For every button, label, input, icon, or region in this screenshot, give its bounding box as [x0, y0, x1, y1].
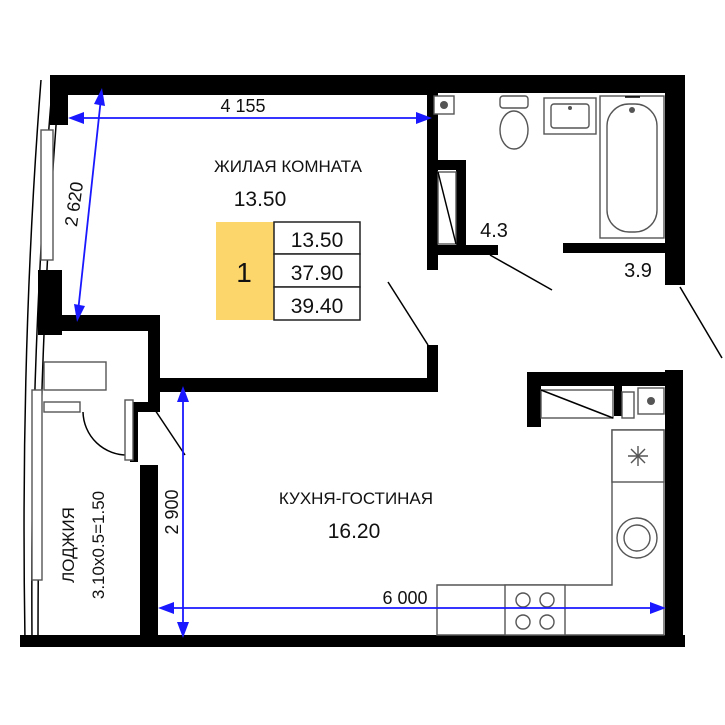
doors: [82, 254, 723, 461]
radiator-icon: [43, 401, 81, 413]
loggia-glazing: [23, 79, 59, 641]
window-frame: [31, 389, 43, 581]
rooms-count: 1: [236, 257, 252, 288]
loggia-formula: 3.10x0.5=1.50: [89, 491, 108, 599]
bathtub-icon: [599, 95, 665, 239]
kitchen-depth-label: 2 900: [162, 489, 182, 534]
loggia-door-swing: [82, 411, 129, 456]
window-frame: [40, 129, 54, 261]
cabinet-icon: [43, 361, 107, 391]
summary-total-area: 39.40: [291, 295, 344, 318]
hall-area: 3.9: [624, 260, 652, 282]
bathroom-fixtures: [433, 95, 665, 245]
entrance-door-leaf: [679, 286, 723, 359]
living-room-name: ЖИЛАЯ КОМНАТА: [214, 157, 363, 176]
living-width-label: 4 155: [220, 96, 265, 116]
boiler-icon: [637, 387, 665, 415]
area-summary: 1 13.50 37.90 39.40: [216, 221, 361, 321]
sink-icon: [543, 97, 597, 135]
loggia-name: ЛОДЖИЯ: [59, 507, 78, 583]
refrigerator-icon: [611, 429, 665, 483]
dimension-lines: [68, 88, 666, 638]
summary-total-no-loggia: 37.90: [291, 262, 344, 285]
loggia-door-frame: [124, 399, 134, 461]
closet-icon: [437, 171, 457, 245]
walls: [20, 75, 685, 647]
meter-icon: [621, 391, 635, 419]
kitchen-fixtures: [436, 387, 665, 636]
rooms-count-badge: [216, 222, 274, 320]
toilet-icon: [499, 95, 529, 150]
stove-icon: [504, 584, 566, 636]
kitchen-sink-icon: [616, 517, 658, 559]
bathroom-door-leaf: [489, 254, 553, 291]
kitchen-area: 16.20: [328, 520, 381, 543]
shelf-icon: [540, 389, 614, 419]
summary-living-area: 13.50: [291, 229, 344, 252]
living-depth-label: 2 620: [61, 180, 87, 227]
living-door-leaf: [387, 281, 429, 346]
living-room-area: 13.50: [234, 188, 287, 211]
kitchen-name: КУХНЯ-ГОСТИНАЯ: [279, 489, 433, 508]
bathroom-area: 4.3: [480, 220, 508, 242]
loggia-furniture: [43, 361, 107, 413]
kitchen-door-leaf: [154, 409, 186, 456]
kitchen-width-label: 6 000: [382, 588, 427, 608]
